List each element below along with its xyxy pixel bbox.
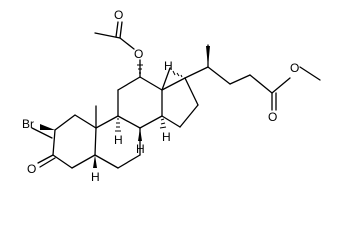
ketone-oxygen-label: O — [27, 162, 36, 176]
hydrogen-label-c9: H — [114, 133, 123, 147]
ketone-group — [37, 154, 56, 168]
ring-c — [117, 76, 163, 129]
bromine-label: Br — [22, 117, 34, 131]
stereo-bonds — [40, 46, 210, 168]
hydrogen-label-c8: H — [136, 142, 145, 156]
ring-d — [161, 77, 199, 128]
ring-a — [31, 114, 97, 169]
hydrogen-label-c14: H — [162, 130, 171, 144]
hydrogen-label-c5: H — [91, 170, 100, 184]
acetyl-oxygen-label: O — [114, 8, 123, 22]
c13-methyl-bond — [161, 67, 171, 91]
side-chain — [184, 44, 321, 111]
ester-carbonyl-oxygen-label: O — [268, 110, 277, 124]
structure-diagram: Br O O O O O H H H H H — [22, 8, 321, 184]
acetoxy-oxygen-label: O — [134, 47, 143, 61]
ester-oxygen-label: O — [290, 61, 299, 75]
hydrogen-label-c17: H — [164, 59, 173, 73]
acetoxy-group — [94, 21, 141, 78]
